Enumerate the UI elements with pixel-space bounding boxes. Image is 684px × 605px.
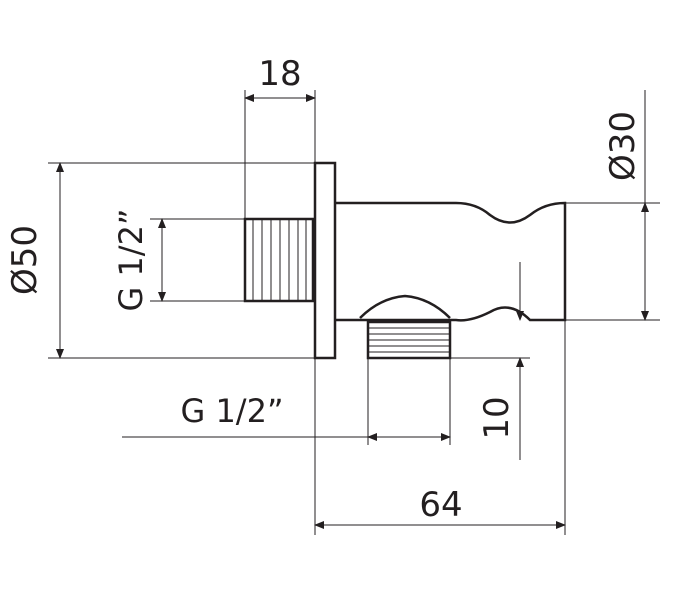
outer-diameter-label: Ø50 — [5, 225, 45, 295]
inlet-nipple — [243, 217, 315, 303]
total-length-label: 64 — [419, 485, 462, 525]
holder-body — [336, 201, 567, 322]
outlet-height-label: 10 — [477, 396, 517, 439]
dim-flange-depth: 18 — [244, 54, 316, 219]
dim-outlet-height: 10 — [450, 262, 530, 460]
wall-flange — [313, 161, 337, 360]
dim-outer-diameter: Ø50 — [5, 162, 315, 359]
inlet-thread-lines — [252, 219, 307, 301]
flange-depth-label: 18 — [258, 54, 301, 94]
holder-diameter-label: Ø30 — [603, 111, 643, 181]
outlet-thread-lines — [368, 327, 450, 353]
dim-inlet-thread: G 1/2” — [112, 208, 245, 312]
dim-holder-diameter: Ø30 — [565, 90, 660, 321]
outlet-bulge — [359, 294, 451, 319]
dim-total-length: 64 — [314, 320, 566, 535]
inlet-thread-label: G 1/2” — [112, 208, 150, 311]
part-outline — [243, 161, 567, 360]
outlet-thread-label: G 1/2” — [180, 392, 283, 430]
dim-outlet-thread: G 1/2” — [122, 358, 451, 445]
